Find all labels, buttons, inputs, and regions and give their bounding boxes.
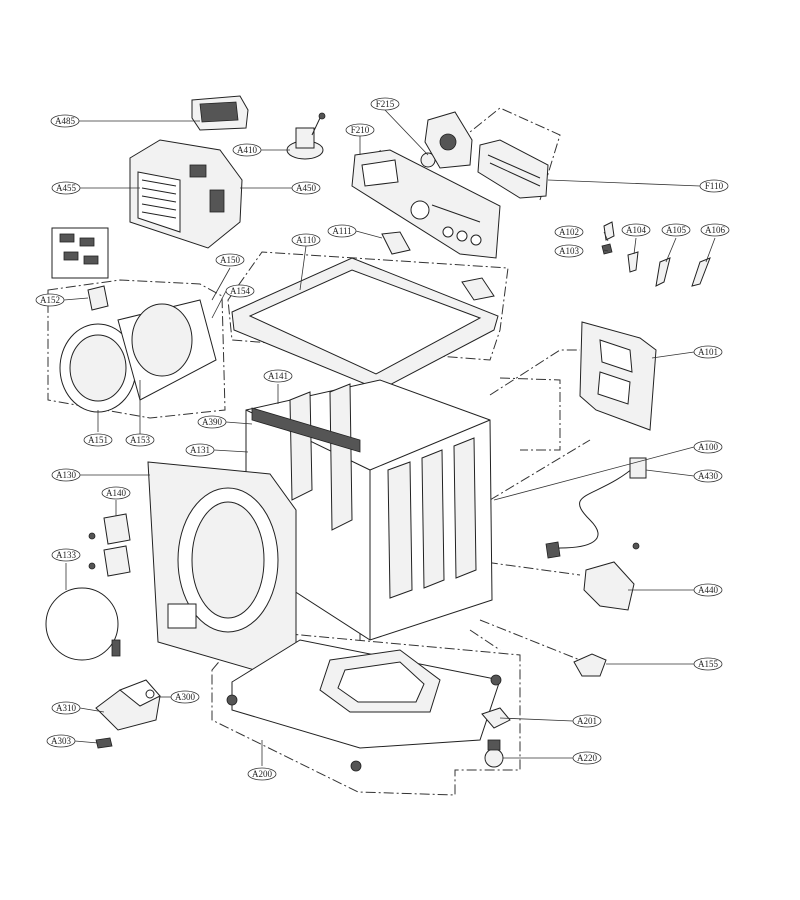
svg-text:A131: A131: [190, 445, 210, 455]
svg-text:A103: A103: [559, 246, 579, 256]
svg-text:A450: A450: [296, 183, 316, 193]
callout-a106: A106: [700, 223, 730, 237]
svg-text:A303: A303: [51, 736, 71, 746]
svg-text:A106: A106: [705, 225, 725, 235]
part-a101: [579, 321, 657, 431]
callout-a303: A303: [46, 734, 76, 748]
svg-text:A455: A455: [56, 183, 76, 193]
callout-a133: A133: [51, 548, 81, 562]
part-a485: [191, 95, 249, 131]
callout-a110: A110: [291, 233, 321, 247]
part-a410: [286, 112, 326, 160]
part-a111: [381, 231, 495, 301]
callout-a450: A450: [291, 181, 321, 195]
svg-text:A111: A111: [332, 226, 351, 236]
part-a110: [231, 257, 499, 391]
callout-a153: A153: [125, 433, 155, 447]
part-a450-pcb: [129, 139, 243, 249]
part-cabinet: [245, 379, 493, 641]
svg-text:A440: A440: [698, 585, 718, 595]
svg-text:A200: A200: [252, 769, 272, 779]
svg-text:F210: F210: [351, 125, 370, 135]
svg-text:A101: A101: [698, 347, 718, 357]
part-dampers: [627, 251, 711, 287]
part-a133: [45, 587, 121, 661]
callout-a103: A103: [554, 244, 584, 258]
svg-text:A154: A154: [230, 286, 250, 296]
callout-a300: A300: [170, 690, 200, 704]
callout-a102: A102: [554, 225, 584, 239]
callout-f215: F215: [370, 97, 400, 111]
callout-a152: A152: [35, 293, 65, 307]
svg-text:A153: A153: [130, 435, 150, 445]
callout-a131: A131: [185, 443, 215, 457]
callout-a154: A154: [225, 284, 255, 298]
callout-a310: A310: [51, 701, 81, 715]
part-a303: [95, 737, 113, 749]
part-base: [226, 639, 502, 772]
svg-text:A220: A220: [577, 753, 597, 763]
svg-text:A150: A150: [220, 255, 240, 265]
callout-a130: A130: [51, 468, 81, 482]
callout-a151: A151: [83, 433, 113, 447]
part-f210: [351, 149, 501, 259]
svg-text:A102: A102: [559, 227, 579, 237]
svg-text:A105: A105: [666, 225, 686, 235]
callout-a104: A104: [621, 223, 651, 237]
svg-text:A133: A133: [56, 550, 76, 560]
callout-a111: A111: [327, 224, 357, 238]
svg-text:A390: A390: [202, 417, 222, 427]
part-a140: [88, 513, 131, 577]
part-a440: [583, 542, 640, 611]
svg-text:A130: A130: [56, 470, 76, 480]
callouts: A485 A410 F215 F210 A455 A450 F110 A111 …: [35, 97, 730, 781]
callout-a200: A200: [247, 767, 277, 781]
svg-text:A151: A151: [88, 435, 108, 445]
svg-text:A410: A410: [237, 145, 257, 155]
callout-a201: A201: [572, 714, 602, 728]
callout-a455: A455: [51, 181, 81, 195]
svg-text:A201: A201: [577, 716, 597, 726]
callout-a150: A150: [215, 253, 245, 267]
callout-a390: A390: [197, 415, 227, 429]
callout-a140: A140: [101, 486, 131, 500]
part-clip-box: [51, 227, 109, 311]
callout-a155: A155: [693, 657, 723, 671]
svg-text:A141: A141: [268, 371, 288, 381]
callout-a105: A105: [661, 223, 691, 237]
part-a300-a310: [95, 679, 161, 731]
part-a150-a151: [59, 299, 217, 413]
callout-a141: A141: [263, 369, 293, 383]
callout-a100: A100: [693, 440, 723, 454]
callout-f110: F110: [699, 179, 729, 193]
part-a130: [147, 461, 297, 683]
leader-lines: [63, 109, 716, 766]
svg-text:A300: A300: [175, 692, 195, 702]
part-f110: [424, 111, 549, 199]
part-a102-a103: [601, 221, 615, 255]
callout-f210: F210: [345, 123, 375, 137]
svg-text:A110: A110: [296, 235, 316, 245]
part-a155: [573, 653, 607, 677]
svg-text:F110: F110: [705, 181, 724, 191]
callout-a220: A220: [572, 751, 602, 765]
callout-a485: A485: [50, 114, 80, 128]
svg-text:A310: A310: [56, 703, 76, 713]
svg-text:A140: A140: [106, 488, 126, 498]
svg-text:F215: F215: [376, 99, 395, 109]
svg-text:A430: A430: [698, 471, 718, 481]
svg-text:A155: A155: [698, 659, 718, 669]
callout-a430: A430: [693, 469, 723, 483]
svg-text:A104: A104: [626, 225, 646, 235]
svg-text:A152: A152: [40, 295, 60, 305]
svg-text:A100: A100: [698, 442, 718, 452]
callout-a440: A440: [693, 583, 723, 597]
callout-a410: A410: [232, 143, 262, 157]
callout-a101: A101: [693, 345, 723, 359]
svg-text:A485: A485: [55, 116, 75, 126]
